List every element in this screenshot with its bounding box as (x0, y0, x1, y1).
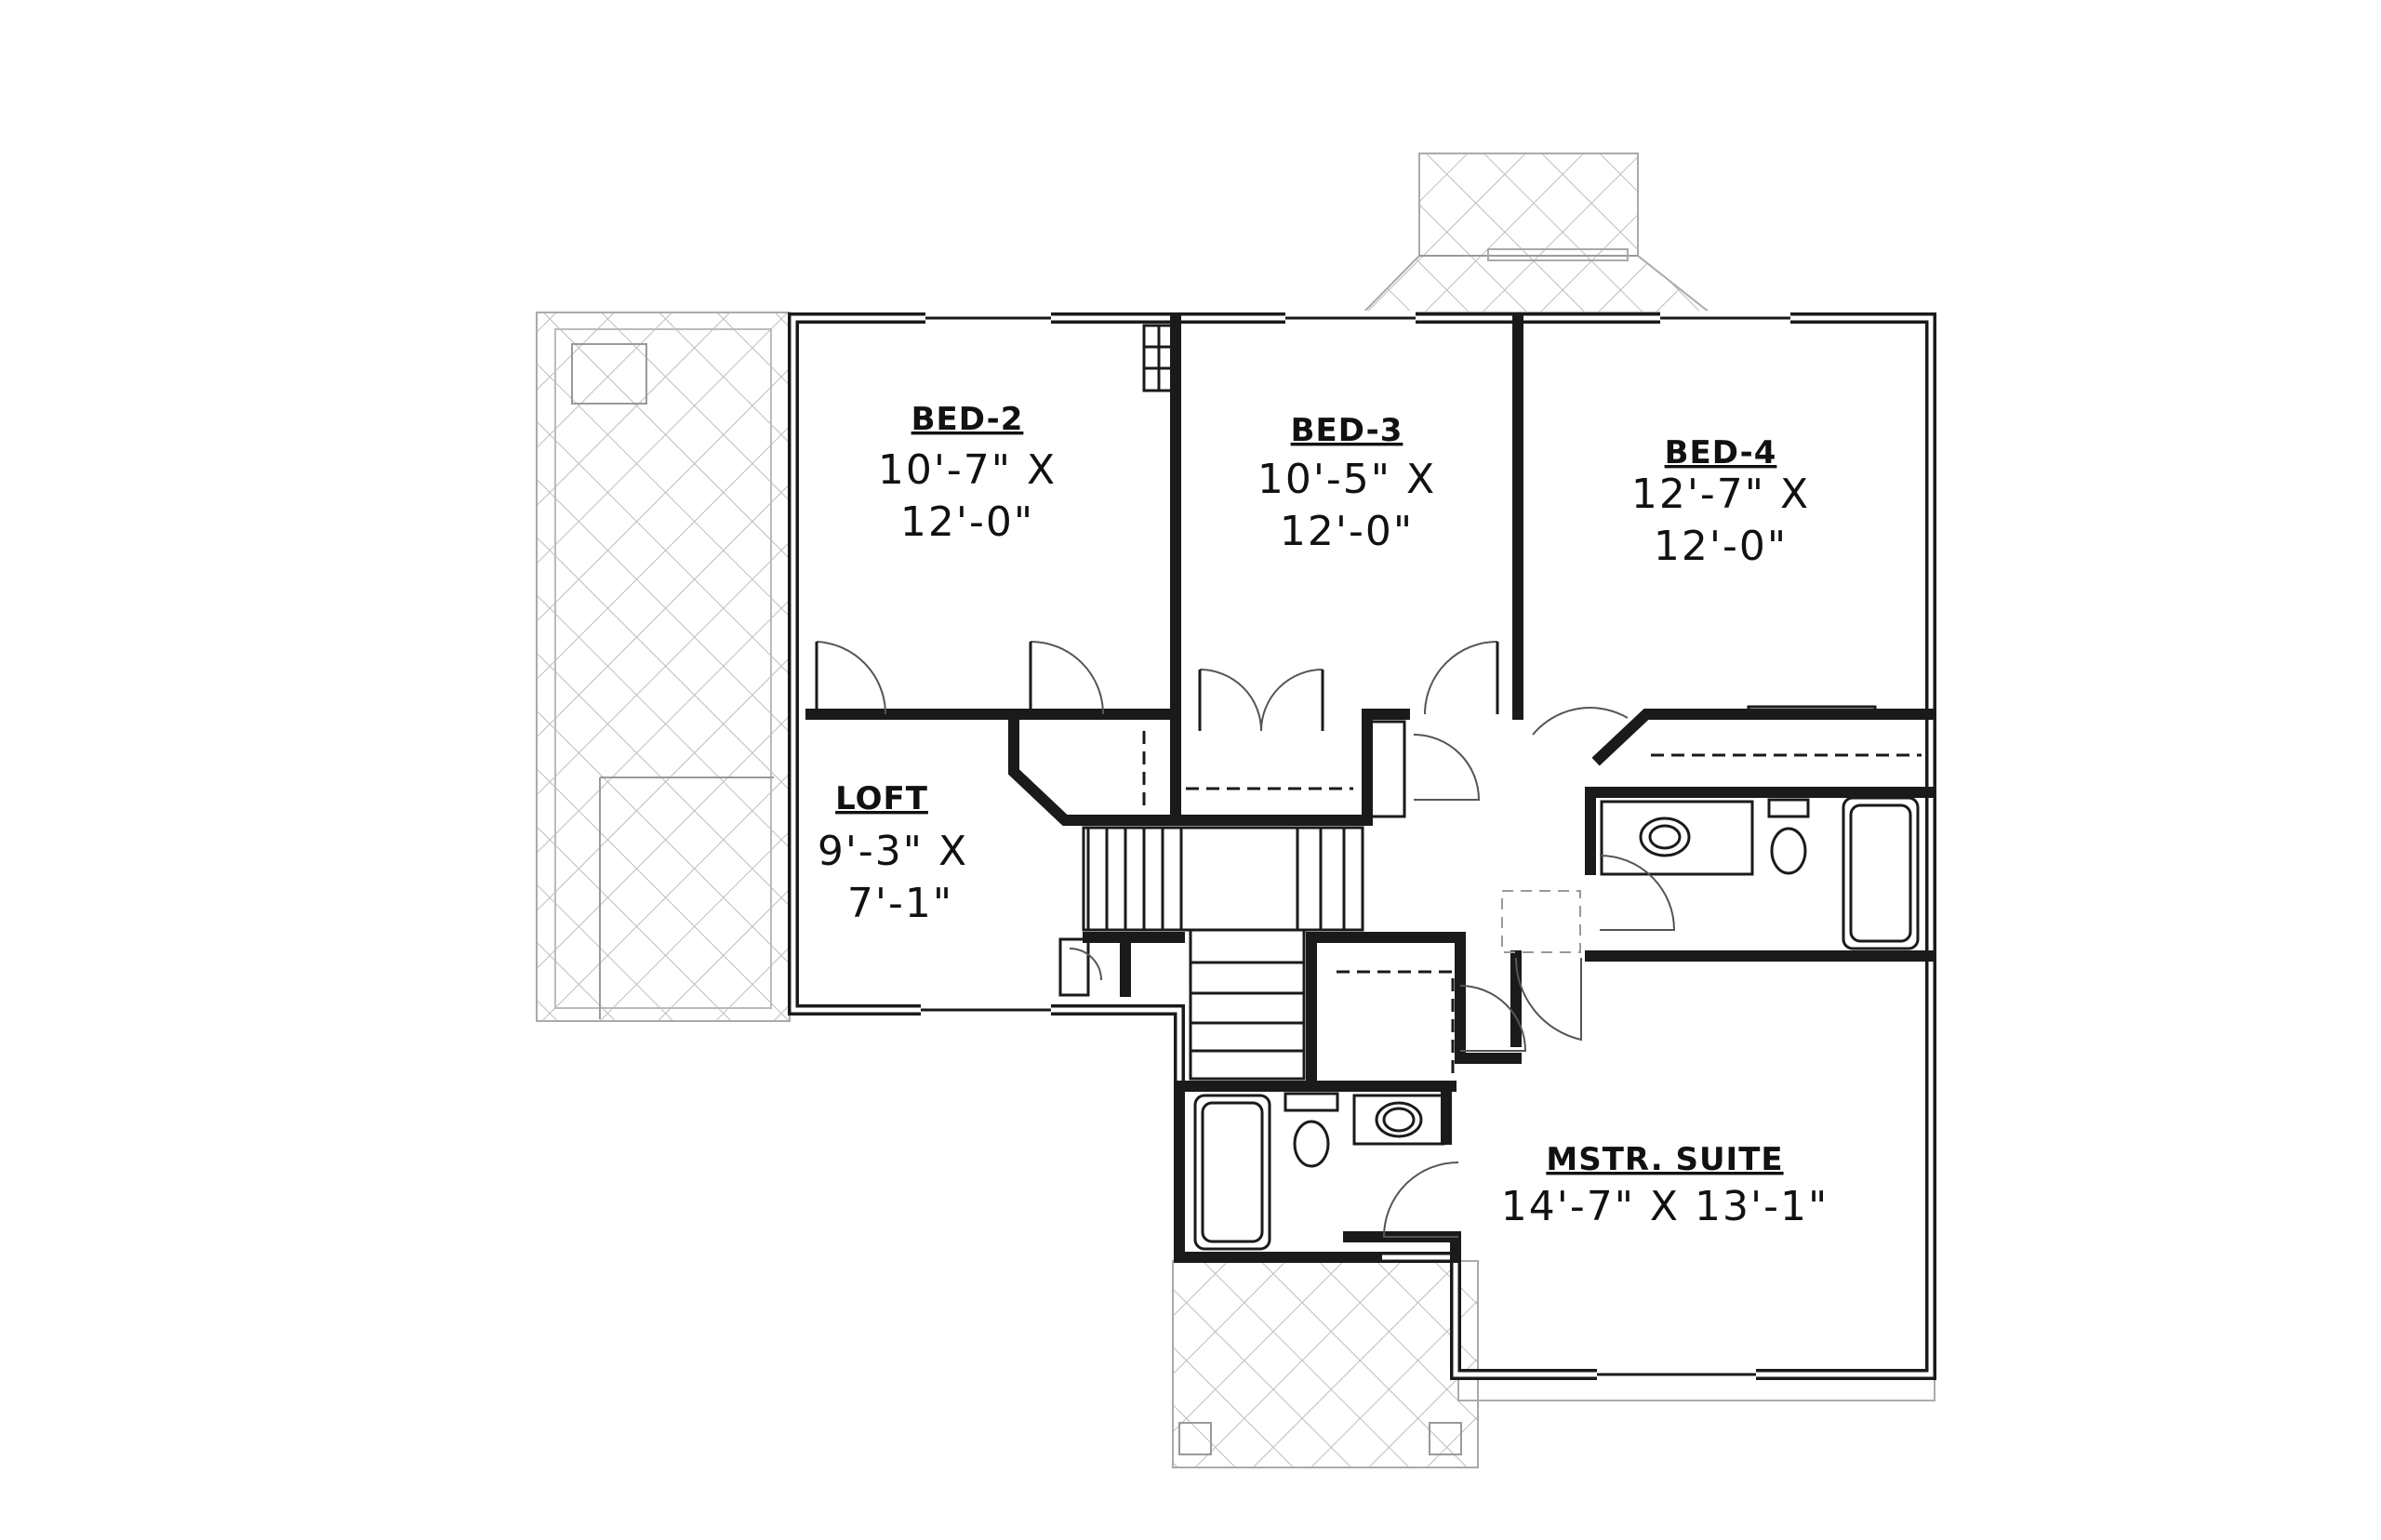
loft-dim-width: 9'-3" X (818, 828, 968, 875)
sink-master (1352, 1094, 1445, 1146)
bed4-dim-width: 12'-7" X (1631, 471, 1810, 518)
toilet-tank-master (1284, 1092, 1339, 1112)
tub-master (1193, 1094, 1271, 1251)
stairs (1082, 826, 1364, 1081)
door-swings (815, 641, 1676, 1238)
bed2-title: BED-2 (911, 401, 1024, 438)
master-title: MSTR. SUITE (1546, 1141, 1783, 1178)
master-dim: 14'-7" X 13'-1" (1501, 1183, 1829, 1230)
bed3-dim-length: 12'-0" (1280, 508, 1414, 555)
roof-left (536, 312, 791, 1022)
tub-hall-bath (1842, 796, 1920, 950)
loft-dim-length: 7'-1" (847, 880, 953, 927)
roof-bottom (1172, 1260, 1479, 1468)
roof-left-vent (571, 343, 647, 405)
sink-hall-bath (1600, 800, 1754, 876)
bed3-dim-width: 10'-5" X (1257, 456, 1436, 503)
roof-hatch-areas (536, 153, 1935, 1468)
bed2-dim-width: 10'-7" X (878, 446, 1057, 494)
room-labels: BED-2 10'-7" X 12'-0" BED-3 10'-5" X 12'… (818, 401, 1829, 1230)
bed4-title: BED-4 (1665, 434, 1777, 471)
bed4-dim-length: 12'-0" (1654, 523, 1788, 570)
closets (1058, 324, 1922, 1079)
toilet-tank-hall (1767, 798, 1810, 818)
loft-title: LOFT (835, 780, 928, 817)
chimney-roof (1361, 153, 1712, 313)
bed3-title: BED-3 (1291, 412, 1403, 449)
fixtures (1193, 705, 1920, 1251)
bed2-dim-length: 12'-0" (900, 498, 1034, 546)
roof-left-inner (554, 328, 772, 1009)
